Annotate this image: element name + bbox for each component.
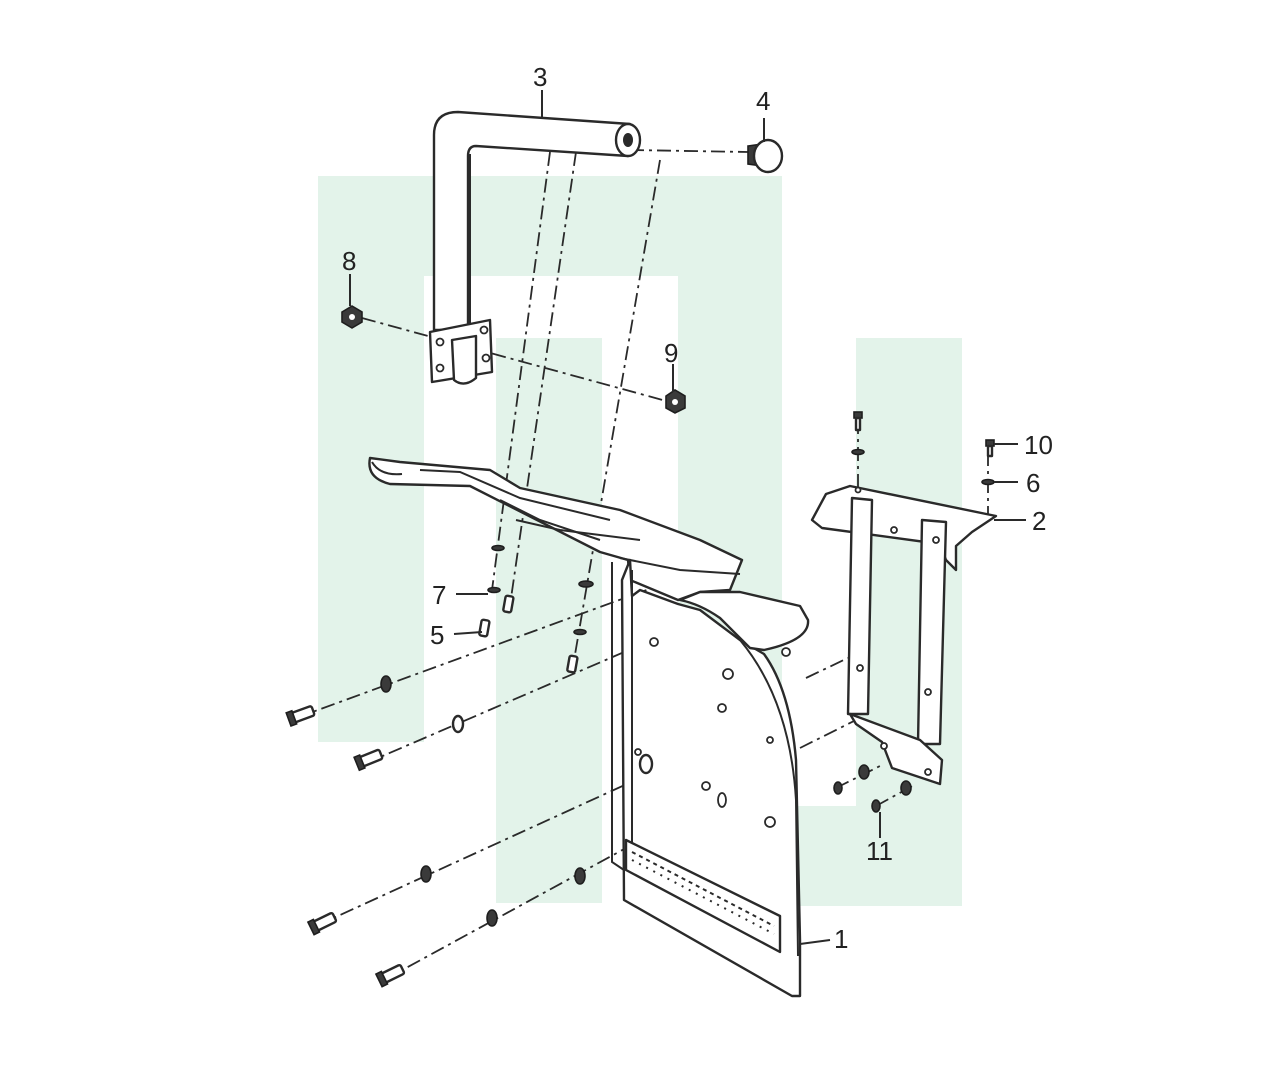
leader-lines <box>349 90 1026 945</box>
bolt-10 <box>985 439 995 458</box>
bolt <box>853 411 863 432</box>
callout-3: 3 <box>533 62 547 92</box>
callout-2: 2 <box>1032 506 1046 536</box>
bolt <box>374 963 406 988</box>
bolt-5 <box>478 618 491 638</box>
handle-bracket <box>428 318 494 385</box>
bolt <box>353 748 384 772</box>
callout-labels: 1 2 3 4 5 6 7 8 9 10 11 <box>342 62 1053 954</box>
callout-1: 1 <box>834 924 848 954</box>
bolt <box>306 911 338 936</box>
bolt <box>566 654 579 674</box>
callout-7: 7 <box>432 580 446 610</box>
nut-9 <box>665 389 686 414</box>
main-panel <box>611 558 810 998</box>
callout-10: 10 <box>1024 430 1053 460</box>
callout-9: 9 <box>664 338 678 368</box>
end-cap <box>747 138 784 174</box>
bolt <box>502 594 515 614</box>
callout-5: 5 <box>430 620 444 650</box>
top-plate <box>368 456 744 602</box>
callout-11: 11 <box>866 836 893 866</box>
fasteners <box>285 411 995 988</box>
callout-8: 8 <box>342 246 356 276</box>
bolt <box>285 705 316 728</box>
handle-bar <box>432 110 642 332</box>
nut-8 <box>341 305 363 329</box>
mounting-bracket <box>810 484 998 786</box>
callout-6: 6 <box>1026 468 1040 498</box>
callout-4: 4 <box>756 86 770 116</box>
